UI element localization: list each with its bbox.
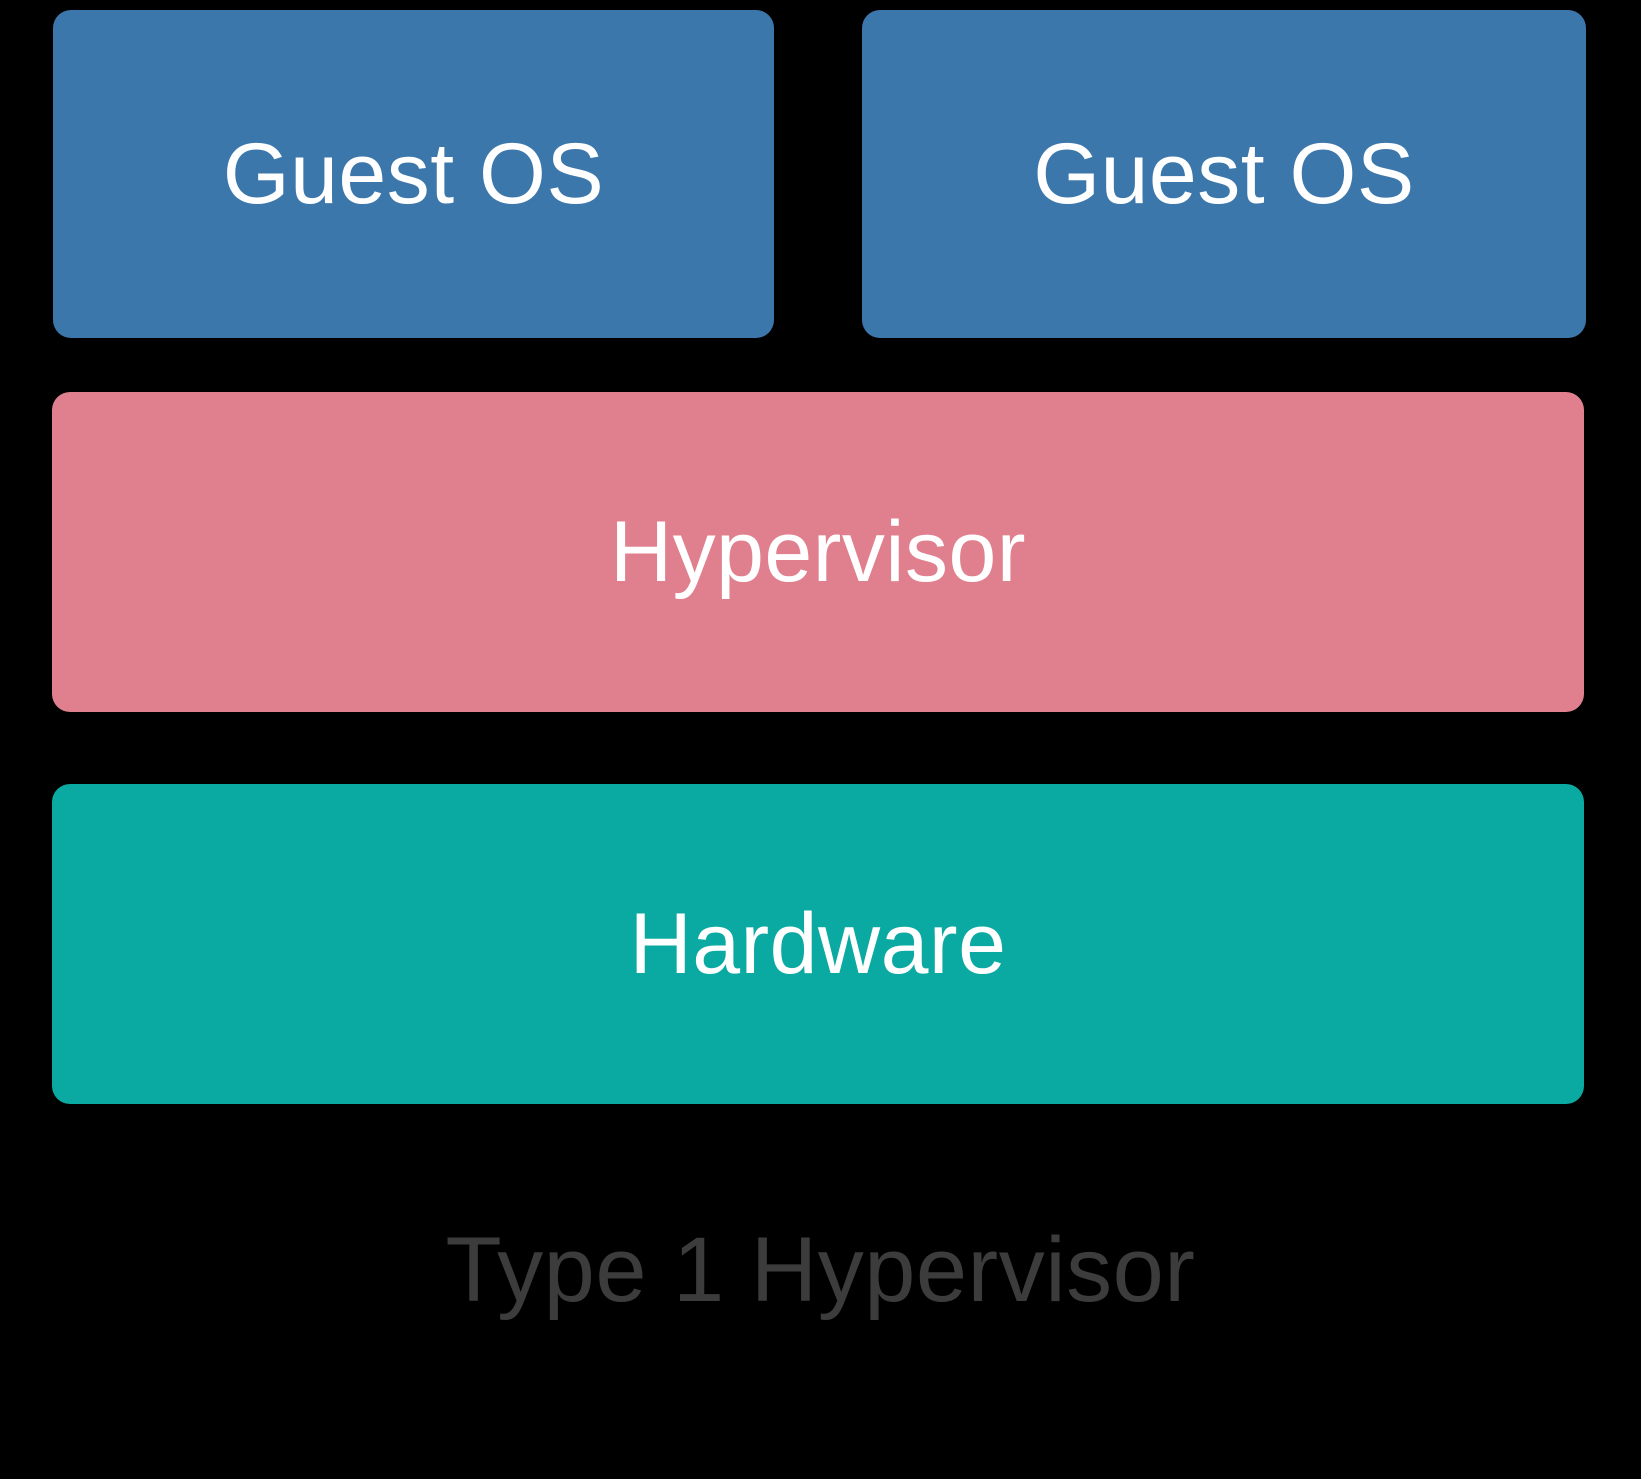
guest-os-layer: Guest OS Guest OS — [0, 0, 1641, 340]
guest-os-box-1: Guest OS — [53, 10, 774, 338]
hardware-box: Hardware — [52, 784, 1584, 1104]
guest-os-box-2-label: Guest OS — [1033, 126, 1415, 222]
hardware-box-label: Hardware — [629, 896, 1007, 992]
guest-os-box-2: Guest OS — [862, 10, 1586, 338]
hypervisor-box-label: Hypervisor — [610, 504, 1026, 600]
diagram-caption: Type 1 Hypervisor — [445, 1219, 1196, 1321]
hypervisor-box: Hypervisor — [52, 392, 1584, 712]
guest-os-box-1-label: Guest OS — [222, 126, 605, 222]
